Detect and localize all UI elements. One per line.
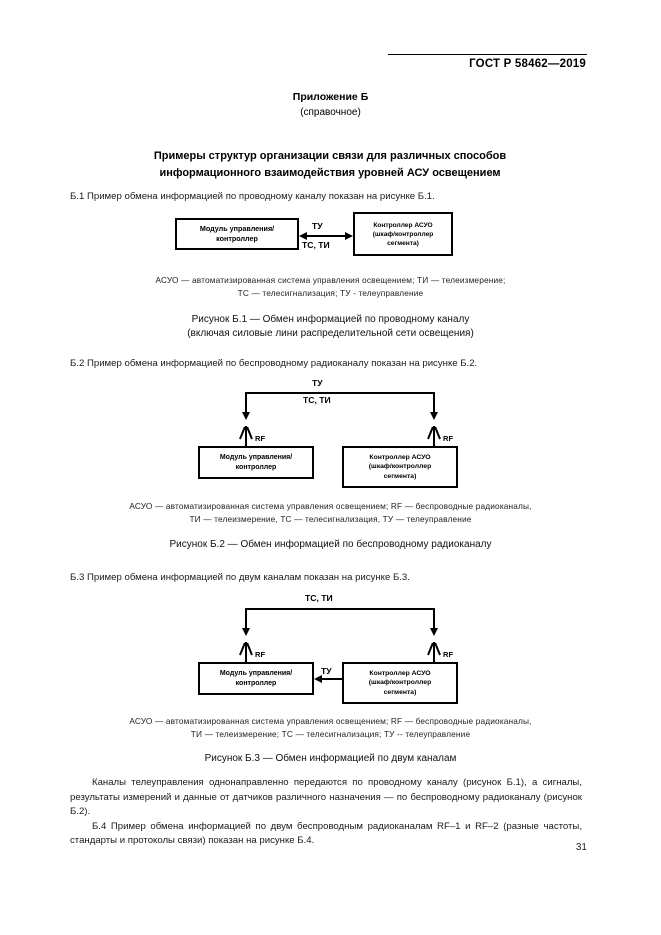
- figure-b2-rf-label-right: RF: [443, 434, 454, 443]
- figure-b2-note-line-2: ТИ — телеизмерение, ТС — телесигнализаци…: [189, 513, 472, 524]
- figure-b3-rf-label-left: RF: [255, 650, 266, 659]
- figure-b2-right-node-line-2: (шкаф/контроллер: [368, 463, 432, 471]
- figure-b1-right-node-text: Контроллер АСУО (шкаф/контроллер сегмент…: [373, 221, 434, 248]
- figure-b2-left-node: Модуль управления/ контроллер: [198, 446, 314, 479]
- figure-b2-caption: Рисунок Б.2 — Обмен информацией по беспр…: [0, 538, 661, 552]
- appendix-heading-line-1: Примеры структур организации связи для р…: [153, 150, 507, 162]
- figure-b1-right-node-line-2: (шкаф/контроллер: [372, 230, 434, 238]
- figure-b1-note-line-2: ТС — телесигнализация; ТУ - телеуправлен…: [237, 287, 424, 298]
- figure-b1-right-node: Контроллер АСУО (шкаф/контроллер сегмент…: [353, 212, 453, 256]
- antenna-icon-right: [426, 642, 442, 662]
- figure-b1-edge-label-top: ТУ: [312, 221, 323, 231]
- figure-b3-note-line-2: ТИ — телеизмерение; ТС — телесигнализаци…: [190, 728, 471, 739]
- closing-paragraph-1: Каналы телеуправления однонаправленно пе…: [70, 777, 582, 817]
- figure-b2-diagram: ТУ ТС, ТИ RF RF Модуль управления/ контр…: [190, 378, 480, 488]
- page-number: 31: [575, 842, 587, 853]
- figure-b3-bus-drop-right: [433, 608, 435, 630]
- figure-b3-inner-line: [318, 678, 344, 680]
- figure-b3-left-node: Модуль управления/ контроллер: [198, 662, 314, 695]
- figure-b2-left-node-line-2: контроллер: [235, 463, 277, 471]
- figure-b3-right-node-line-3: сегмента): [383, 688, 417, 696]
- figure-b2-bus-drop-left: [245, 392, 247, 414]
- antenna-icon-left: [238, 426, 254, 446]
- appendix-heading: Примеры структур организации связи для р…: [80, 148, 580, 182]
- figure-b2-left-node-text: Модуль управления/ контроллер: [220, 453, 292, 473]
- appendix-kind: (справочное): [300, 107, 361, 118]
- figure-b3-left-node-line-2: контроллер: [235, 679, 277, 687]
- figure-b2-bus-label-bottom: ТС, ТИ: [303, 395, 331, 405]
- figure-b3-bus-label: ТС, ТИ: [305, 593, 333, 603]
- figure-b3-note-line-1: АСУО — автоматизированная система управл…: [129, 716, 532, 726]
- figure-b3-arrowhead-left: [241, 628, 250, 636]
- figure-b3-caption: Рисунок Б.3 — Обмен информацией по двум …: [0, 752, 661, 766]
- figure-b3-right-node-text: Контроллер АСУО (шкаф/контроллер сегмент…: [369, 669, 431, 698]
- figure-b3-rf-label-right: RF: [443, 650, 454, 659]
- figure-b1-diagram: Модуль управления/ контроллер ТУ ТС, ТИ …: [175, 212, 475, 267]
- header-rule: [388, 54, 587, 55]
- antenna-icon-left: [238, 642, 254, 662]
- figure-b1-caption-line-2: (включая силовые лини распределительной …: [187, 328, 474, 339]
- figure-b3-diagram: ТС, ТИ RF RF Модуль управления/ контролл…: [190, 592, 480, 704]
- figure-b2-right-node-text: Контроллер АСУО (шкаф/контроллер сегмент…: [369, 453, 431, 482]
- figure-b3-note: АСУО — автоматизированная система управл…: [0, 715, 661, 740]
- figure-b3-caption-line-1: Рисунок Б.3 — Обмен информацией по двум …: [204, 753, 457, 764]
- appendix-heading-line-2: информационного взаимодействия уровней А…: [159, 167, 501, 179]
- figure-b1-caption-line-1: Рисунок Б.1 — Обмен информацией по прово…: [191, 314, 470, 325]
- figure-b1-left-node-line-2: контроллер: [216, 234, 258, 243]
- figure-b1-caption: Рисунок Б.1 — Обмен информацией по прово…: [0, 313, 661, 341]
- figure-b3-inner-arrowhead: [314, 674, 322, 683]
- figure-b3-right-node-line-2: (шкаф/контроллер: [368, 679, 432, 687]
- figure-b1-note-line-1: АСУО — автоматизированная система управл…: [155, 275, 506, 285]
- figure-b3-left-node-line-1: Модуль управления/: [219, 669, 293, 677]
- figure-b1-arrowhead-right: [345, 231, 353, 240]
- figure-b1-left-node: Модуль управления/ контроллер: [175, 218, 299, 250]
- figure-b1-left-node-text: Модуль управления/ контроллер: [200, 224, 274, 244]
- figure-b2-note-line-1: АСУО — автоматизированная система управл…: [129, 501, 532, 511]
- figure-b3-left-node-text: Модуль управления/ контроллер: [220, 669, 292, 689]
- figure-b1-left-node-line-1: Модуль управления/: [199, 224, 275, 233]
- figure-b2-rf-label-left: RF: [255, 434, 266, 443]
- figure-b2-right-node-line-1: Контроллер АСУО: [369, 453, 431, 461]
- appendix-label: Приложение Б: [292, 91, 369, 103]
- section-b2-intro: Б.2 Пример обмена информацией по беспров…: [70, 358, 478, 369]
- figure-b2-arrowhead-right: [429, 412, 438, 420]
- figure-b1-arrowhead-left: [299, 231, 307, 240]
- figure-b2-bus-label-top: ТУ: [312, 378, 323, 388]
- figure-b1-edge-label-bottom: ТС, ТИ: [302, 240, 330, 250]
- section-b1-intro: Б.1 Пример обмена информацией по проводн…: [70, 191, 435, 202]
- figure-b1-connector-line: [303, 235, 349, 237]
- figure-b3-bus-drop-left: [245, 608, 247, 630]
- figure-b2-right-node-line-3: сегмента): [383, 472, 417, 480]
- figure-b2-note: АСУО — автоматизированная система управл…: [0, 500, 661, 525]
- figure-b1-right-node-line-1: Контроллер АСУО: [373, 221, 433, 229]
- figure-b2-caption-line-1: Рисунок Б.2 — Обмен информацией по беспр…: [169, 539, 492, 550]
- figure-b1-note: АСУО — автоматизированная система управл…: [0, 274, 661, 299]
- figure-b2-arrowhead-left: [241, 412, 250, 420]
- antenna-icon-right: [426, 426, 442, 446]
- figure-b2-bus-line: [245, 392, 435, 394]
- standard-identifier: ГОСТ Р 58462—2019: [469, 58, 586, 70]
- figure-b3-right-node-line-1: Контроллер АСУО: [369, 669, 431, 677]
- figure-b2-left-node-line-1: Модуль управления/: [219, 453, 293, 461]
- figure-b1-right-node-line-3: сегмента): [387, 239, 419, 247]
- figure-b3-arrowhead-right: [429, 628, 438, 636]
- figure-b3-bus-line: [245, 608, 435, 610]
- figure-b2-bus-drop-right: [433, 392, 435, 414]
- figure-b2-right-node: Контроллер АСУО (шкаф/контроллер сегмент…: [342, 446, 458, 488]
- closing-text: Каналы телеуправления однонаправленно пе…: [70, 776, 582, 849]
- figure-b3-right-node: Контроллер АСУО (шкаф/контроллер сегмент…: [342, 662, 458, 704]
- section-b3-intro: Б.3 Пример обмена информацией по двум ка…: [70, 572, 410, 583]
- closing-paragraph-2: Б.4 Пример обмена информацией по двум бе…: [70, 820, 582, 847]
- figure-b3-inner-edge-label: ТУ: [321, 666, 332, 676]
